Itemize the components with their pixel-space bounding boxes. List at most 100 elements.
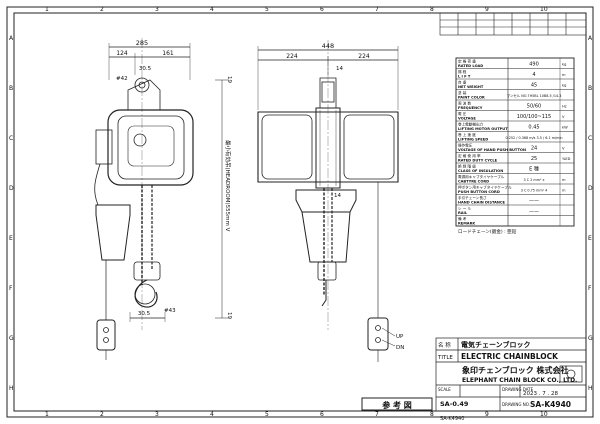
sheet-inner-frame xyxy=(13,12,587,412)
border-letter: D xyxy=(588,185,593,192)
dim-headroom-label: 最小有効吊(HEADROOM)555mm V xyxy=(224,140,232,232)
border-num: 6 xyxy=(320,6,324,13)
spec-row-value: マンセル NO.7H5BL 10B8.5 /14.3 xyxy=(507,93,562,98)
spec-row-value: 100/100~115 xyxy=(517,114,552,120)
dim-width-right: 161 xyxy=(162,50,174,57)
border-letter: C xyxy=(588,135,592,142)
drawing-date-label: DRAWING DATE xyxy=(502,387,534,392)
sub-no2: SA-K4940 xyxy=(440,416,464,422)
spec-row-label-en: RATED LOAD xyxy=(458,64,483,68)
spec-row-value: 50/60 xyxy=(527,103,541,109)
spec-row-label-jp: 定 格 使 用 率 xyxy=(458,153,481,158)
spec-row-label-jp: 自 重 xyxy=(458,79,467,84)
border-left-letters: A B C D E F G H xyxy=(9,35,14,392)
spec-row-label-en: RATED DUTY CYCLE xyxy=(458,159,498,163)
border-num: 4 xyxy=(210,6,214,13)
spec-row-label-en: FREQUENCY xyxy=(458,106,483,110)
border-letter: B xyxy=(588,85,592,92)
spec-row-label-en: VOLTAGE OF HAND PUSH BUTTON xyxy=(458,148,526,152)
spec-row-unit: kg xyxy=(562,83,566,87)
border-num: 2 xyxy=(100,411,104,418)
spec-row-label-jp: 手引チェーン長さ xyxy=(458,195,487,200)
pendant-up-label: UP xyxy=(396,334,404,340)
spec-row-label-en: LIFTING MOTOR OUTPUT xyxy=(458,127,508,131)
spec-row-label-jp: 絶 縁 階 級 xyxy=(458,163,476,168)
border-letter: H xyxy=(588,385,593,392)
rv-dim-total: 448 xyxy=(322,42,334,50)
title-title-label: TITLE xyxy=(437,355,453,361)
border-num: 8 xyxy=(430,411,434,418)
spec-row-label-en: NET WEIGHT xyxy=(458,85,484,89)
spec-row-label-jp: 巻上電動機出力 xyxy=(458,121,484,126)
drawing-date: 2023 . 7 . 28 xyxy=(523,391,558,397)
spec-row-label-en: L I F T xyxy=(458,75,471,79)
spec-row-unit: %ED xyxy=(562,157,571,161)
border-letter: H xyxy=(9,385,14,392)
border-letter: E xyxy=(9,235,13,242)
company-en: ELEPHANT CHAIN BLOCK CO., LTD. xyxy=(462,377,577,384)
sheet-outer-frame xyxy=(6,6,594,418)
border-num: 6 xyxy=(320,411,324,418)
spec-row-unit: Hz xyxy=(562,104,567,108)
rv-dim-center: 14 xyxy=(336,66,343,72)
border-letter: C xyxy=(9,135,13,142)
drawing-no-label: DRAWING NO. xyxy=(502,402,530,407)
spec-row-value: 45 xyxy=(531,82,537,88)
title-block-grid xyxy=(435,337,587,412)
border-letter: D xyxy=(9,185,14,192)
spec-row-unit: kW xyxy=(562,125,568,129)
spec-row-value: 0.45 xyxy=(528,124,539,130)
border-letter: G xyxy=(9,335,14,342)
dim-width-total: 285 xyxy=(136,39,148,47)
spec-row-label-jp: 操作電圧 xyxy=(458,142,473,147)
spec-row-label-jp: 定 格 荷 重 xyxy=(458,58,476,63)
spec-row-value: —— xyxy=(529,208,539,214)
spec-row-label-en: VOLTAGE xyxy=(458,117,476,121)
border-num: 8 xyxy=(430,6,434,13)
spec-row-label-jp: 押ボタン用キャブタイヤケーブル xyxy=(458,184,512,189)
reference-stamp-box xyxy=(361,397,433,411)
spec-row-unit: m xyxy=(562,73,566,77)
spec-row-label-en: PUSH BUTTON CORD xyxy=(458,190,500,194)
dim-width-left: 124 xyxy=(116,50,128,57)
spec-row-value: —— xyxy=(529,198,539,204)
spec-row-unit: V xyxy=(562,115,565,119)
rv-dim-left: 224 xyxy=(286,53,298,60)
spec-row-value: 3 C 0.75 mm² 4 xyxy=(521,188,548,192)
spec-row-value: 490 xyxy=(529,61,539,67)
spec-row-value: E 種 xyxy=(529,165,539,172)
border-num: 2 xyxy=(100,6,104,13)
pendant-dn-label: DN xyxy=(396,345,404,351)
spec-row-label-jp: 揚 程 xyxy=(458,69,467,74)
border-letter: E xyxy=(588,235,592,242)
title-title-en: ELECTRIC CHAINBLOCK xyxy=(461,352,559,361)
spec-row-label-jp: 巻 上 速 度 xyxy=(458,132,476,137)
scale-label: SCALE xyxy=(438,387,451,392)
dim-hook-top: 30.5 xyxy=(139,66,152,72)
border-bottom-numbers: 1 2 3 4 5 6 7 8 9 10 xyxy=(45,411,548,418)
spec-note: ロードチェーン(鍍金) : 亜鉛 xyxy=(458,228,517,235)
border-num: 9 xyxy=(485,6,489,13)
title-name-label: 名 称 xyxy=(438,341,451,349)
dim-hook-bot-dia: #43 xyxy=(164,308,176,314)
border-num: 3 xyxy=(155,6,159,13)
reference-stamp: 参 考 図 xyxy=(381,400,412,410)
border-letter: F xyxy=(588,285,592,292)
spec-row-label-en: HAND CHAIN DISTANCE xyxy=(458,201,506,205)
border-num: 5 xyxy=(265,6,269,13)
border-letter: G xyxy=(588,335,593,342)
border-right-letters: A B C D E F G H xyxy=(588,35,593,392)
dim-headroom-val: 19 xyxy=(226,312,232,319)
left-view xyxy=(94,38,229,360)
spec-row-unit: V xyxy=(562,146,565,150)
border-num: 10 xyxy=(540,6,548,13)
spec-row-label-en: CABTYRE CORD xyxy=(458,180,489,184)
spec-row-label-jp: 電 圧 xyxy=(458,111,467,116)
border-num: 9 xyxy=(485,411,489,418)
border-letter: B xyxy=(9,85,13,92)
company-jp: 象印チェンブロック 株式会社 xyxy=(462,365,569,375)
spec-row-unit: m xyxy=(562,188,566,192)
spec-row-label-jp: 電源用キャブタイヤケーブル xyxy=(458,174,505,179)
